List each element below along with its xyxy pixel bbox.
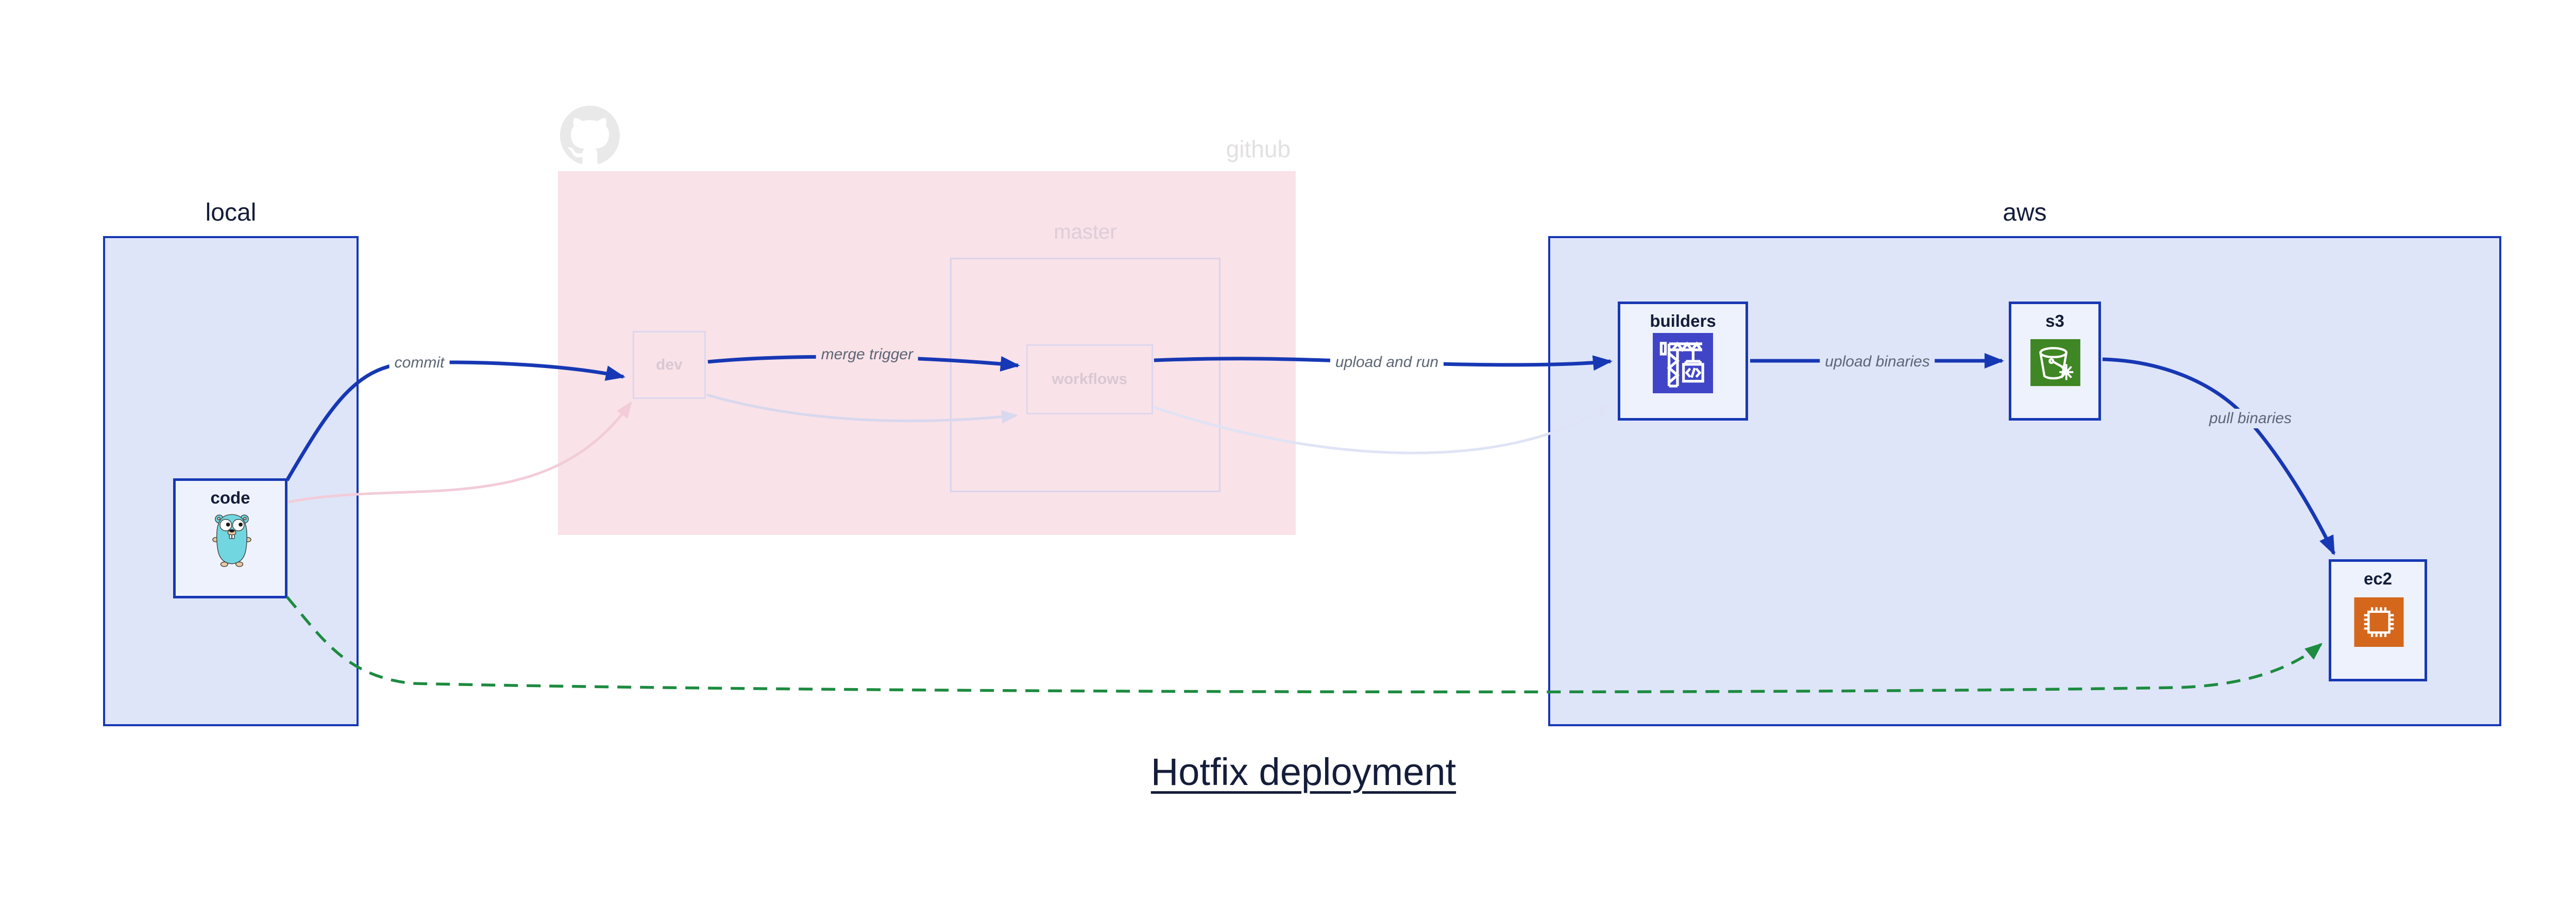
aws-zone-label: aws	[2003, 199, 2047, 226]
node-code-label: code	[210, 488, 250, 507]
edge-label-upload-and-run: upload and run	[1330, 353, 1444, 372]
ec2-chip-icon	[2354, 597, 2404, 647]
edge-label-merge-trigger: merge trigger	[816, 345, 919, 364]
edge-label-pull-binaries: pull binaries	[2204, 409, 2297, 428]
node-ec2-label: ec2	[2363, 569, 2393, 588]
edge-label-upload-binaries: upload binaries	[1820, 352, 1935, 372]
node-dev: dev	[633, 331, 706, 399]
node-dev-label: dev	[656, 356, 683, 373]
node-builders-label: builders	[1650, 311, 1716, 330]
github-octocat-icon	[560, 106, 620, 164]
github-zone-label: github	[1226, 136, 1291, 162]
local-zone-label: local	[205, 199, 257, 226]
node-workflows-label: workflows	[1052, 371, 1128, 388]
master-branch-box	[950, 258, 1221, 492]
s3-bucket-snowflake-icon	[2030, 339, 2080, 386]
node-ec2: ec2	[2329, 559, 2427, 681]
go-gopher-icon	[212, 514, 251, 567]
node-workflows: workflows	[1026, 344, 1153, 414]
master-branch-label: master	[1054, 221, 1117, 243]
codebuild-crane-icon	[1653, 333, 1713, 393]
diagram-title: Hotfix deployment	[1150, 750, 1456, 793]
edge-label-commit: commit	[389, 353, 450, 373]
node-s3: s3	[2009, 302, 2101, 421]
node-code: code	[173, 478, 287, 598]
node-s3-label: s3	[2045, 311, 2064, 330]
node-builders: builders	[1618, 302, 1748, 421]
